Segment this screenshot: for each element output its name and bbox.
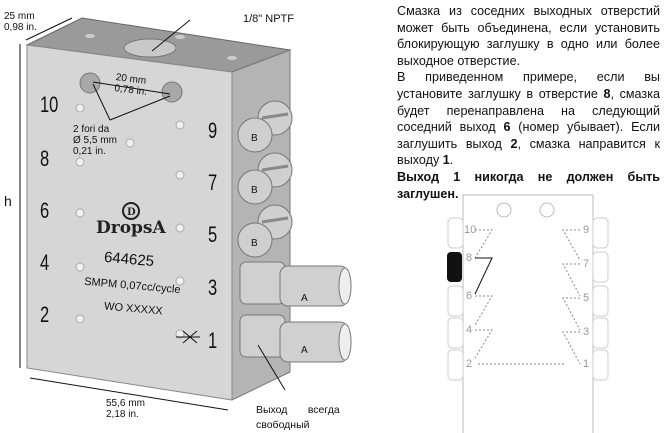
diagram-outlet: 8 — [466, 252, 473, 264]
outlet-number: 7 — [208, 170, 218, 195]
diagram-outlet: 4 — [466, 324, 473, 336]
outlet-number: 8 — [40, 146, 50, 171]
plug-label: B — [251, 185, 258, 196]
diagram-outlet: 5 — [583, 292, 590, 304]
description-text: Смазка из соседних выходных отверстий мо… — [397, 3, 660, 202]
warning-text: Выход 1 никогда не должен быть заглушен. — [397, 169, 660, 201]
text: . — [449, 153, 454, 168]
diagram-outlet: 6 — [466, 290, 473, 302]
outlet-number: 1 — [208, 328, 218, 353]
fitting-label: A — [301, 345, 308, 356]
port-label: 1/8" NPTF — [243, 13, 294, 25]
outlet-number: 10 — [40, 92, 59, 117]
hole-spacing: 20 mm 0,78 in. — [114, 72, 149, 98]
fitting-label: A — [301, 293, 308, 304]
note-line: свободный — [256, 419, 310, 431]
depth-dimension: 25 mm 0,98 in. — [4, 11, 37, 33]
holes-line: 2 fori da — [73, 124, 110, 135]
free-outlet-note: Выход всегда свободный — [256, 403, 340, 433]
holes-label: 2 fori da Ø 5,5 mm 0,21 in. — [73, 124, 117, 157]
blocking-plug-icon — [447, 252, 462, 282]
text: 2 — [510, 136, 518, 151]
diagram-outlet: 1 — [583, 358, 590, 370]
diagram-outlet: 10 — [464, 224, 477, 236]
outlet-number: 5 — [208, 222, 218, 247]
holes-line: 0,21 in. — [73, 146, 106, 157]
diagram-outlet: 7 — [583, 258, 590, 270]
text: 8 — [603, 86, 611, 101]
depth-mm: 25 mm — [4, 11, 35, 22]
part-number: 644625 — [103, 248, 155, 271]
note-line: Выход всегда — [256, 404, 340, 416]
diagram-outlet: 3 — [583, 326, 590, 338]
depth-in: 0,98 in. — [4, 22, 37, 33]
svg-text:D: D — [127, 207, 136, 218]
plug-label: B — [251, 238, 258, 249]
outlet-number: 2 — [40, 302, 50, 327]
holes-line: Ø 5,5 mm — [73, 135, 117, 146]
diagram-outlet: 2 — [466, 358, 473, 370]
plug-label: B — [251, 133, 258, 144]
text: , смазка направится к выходу — [397, 136, 660, 168]
outlet-number: 6 — [40, 198, 50, 223]
outlet-number: 4 — [40, 250, 50, 275]
outlet-number: 3 — [208, 275, 218, 300]
width-dimension: 55,6 mm 2,18 in. — [106, 398, 145, 420]
width-in: 2,18 in. — [106, 409, 139, 420]
height-label: h — [4, 193, 12, 209]
paragraph-2: В приведенном примере, если вы установит… — [397, 69, 660, 169]
text: 6 — [503, 120, 511, 135]
text: (номер убывает). Если заглушить выход — [397, 120, 661, 151]
text: В приведенном примере, если вы установит… — [397, 70, 660, 101]
text: , смазка будет перенаправлена на следующ… — [397, 86, 660, 135]
width-mm: 55,6 mm — [106, 398, 145, 409]
diagram-outlet: 9 — [583, 224, 590, 236]
paragraph-1: Смазка из соседних выходных отверстий мо… — [397, 4, 660, 68]
brand-logo: DropsA — [96, 218, 166, 238]
outlet-number: 9 — [208, 118, 218, 143]
text: 1 — [442, 153, 450, 168]
